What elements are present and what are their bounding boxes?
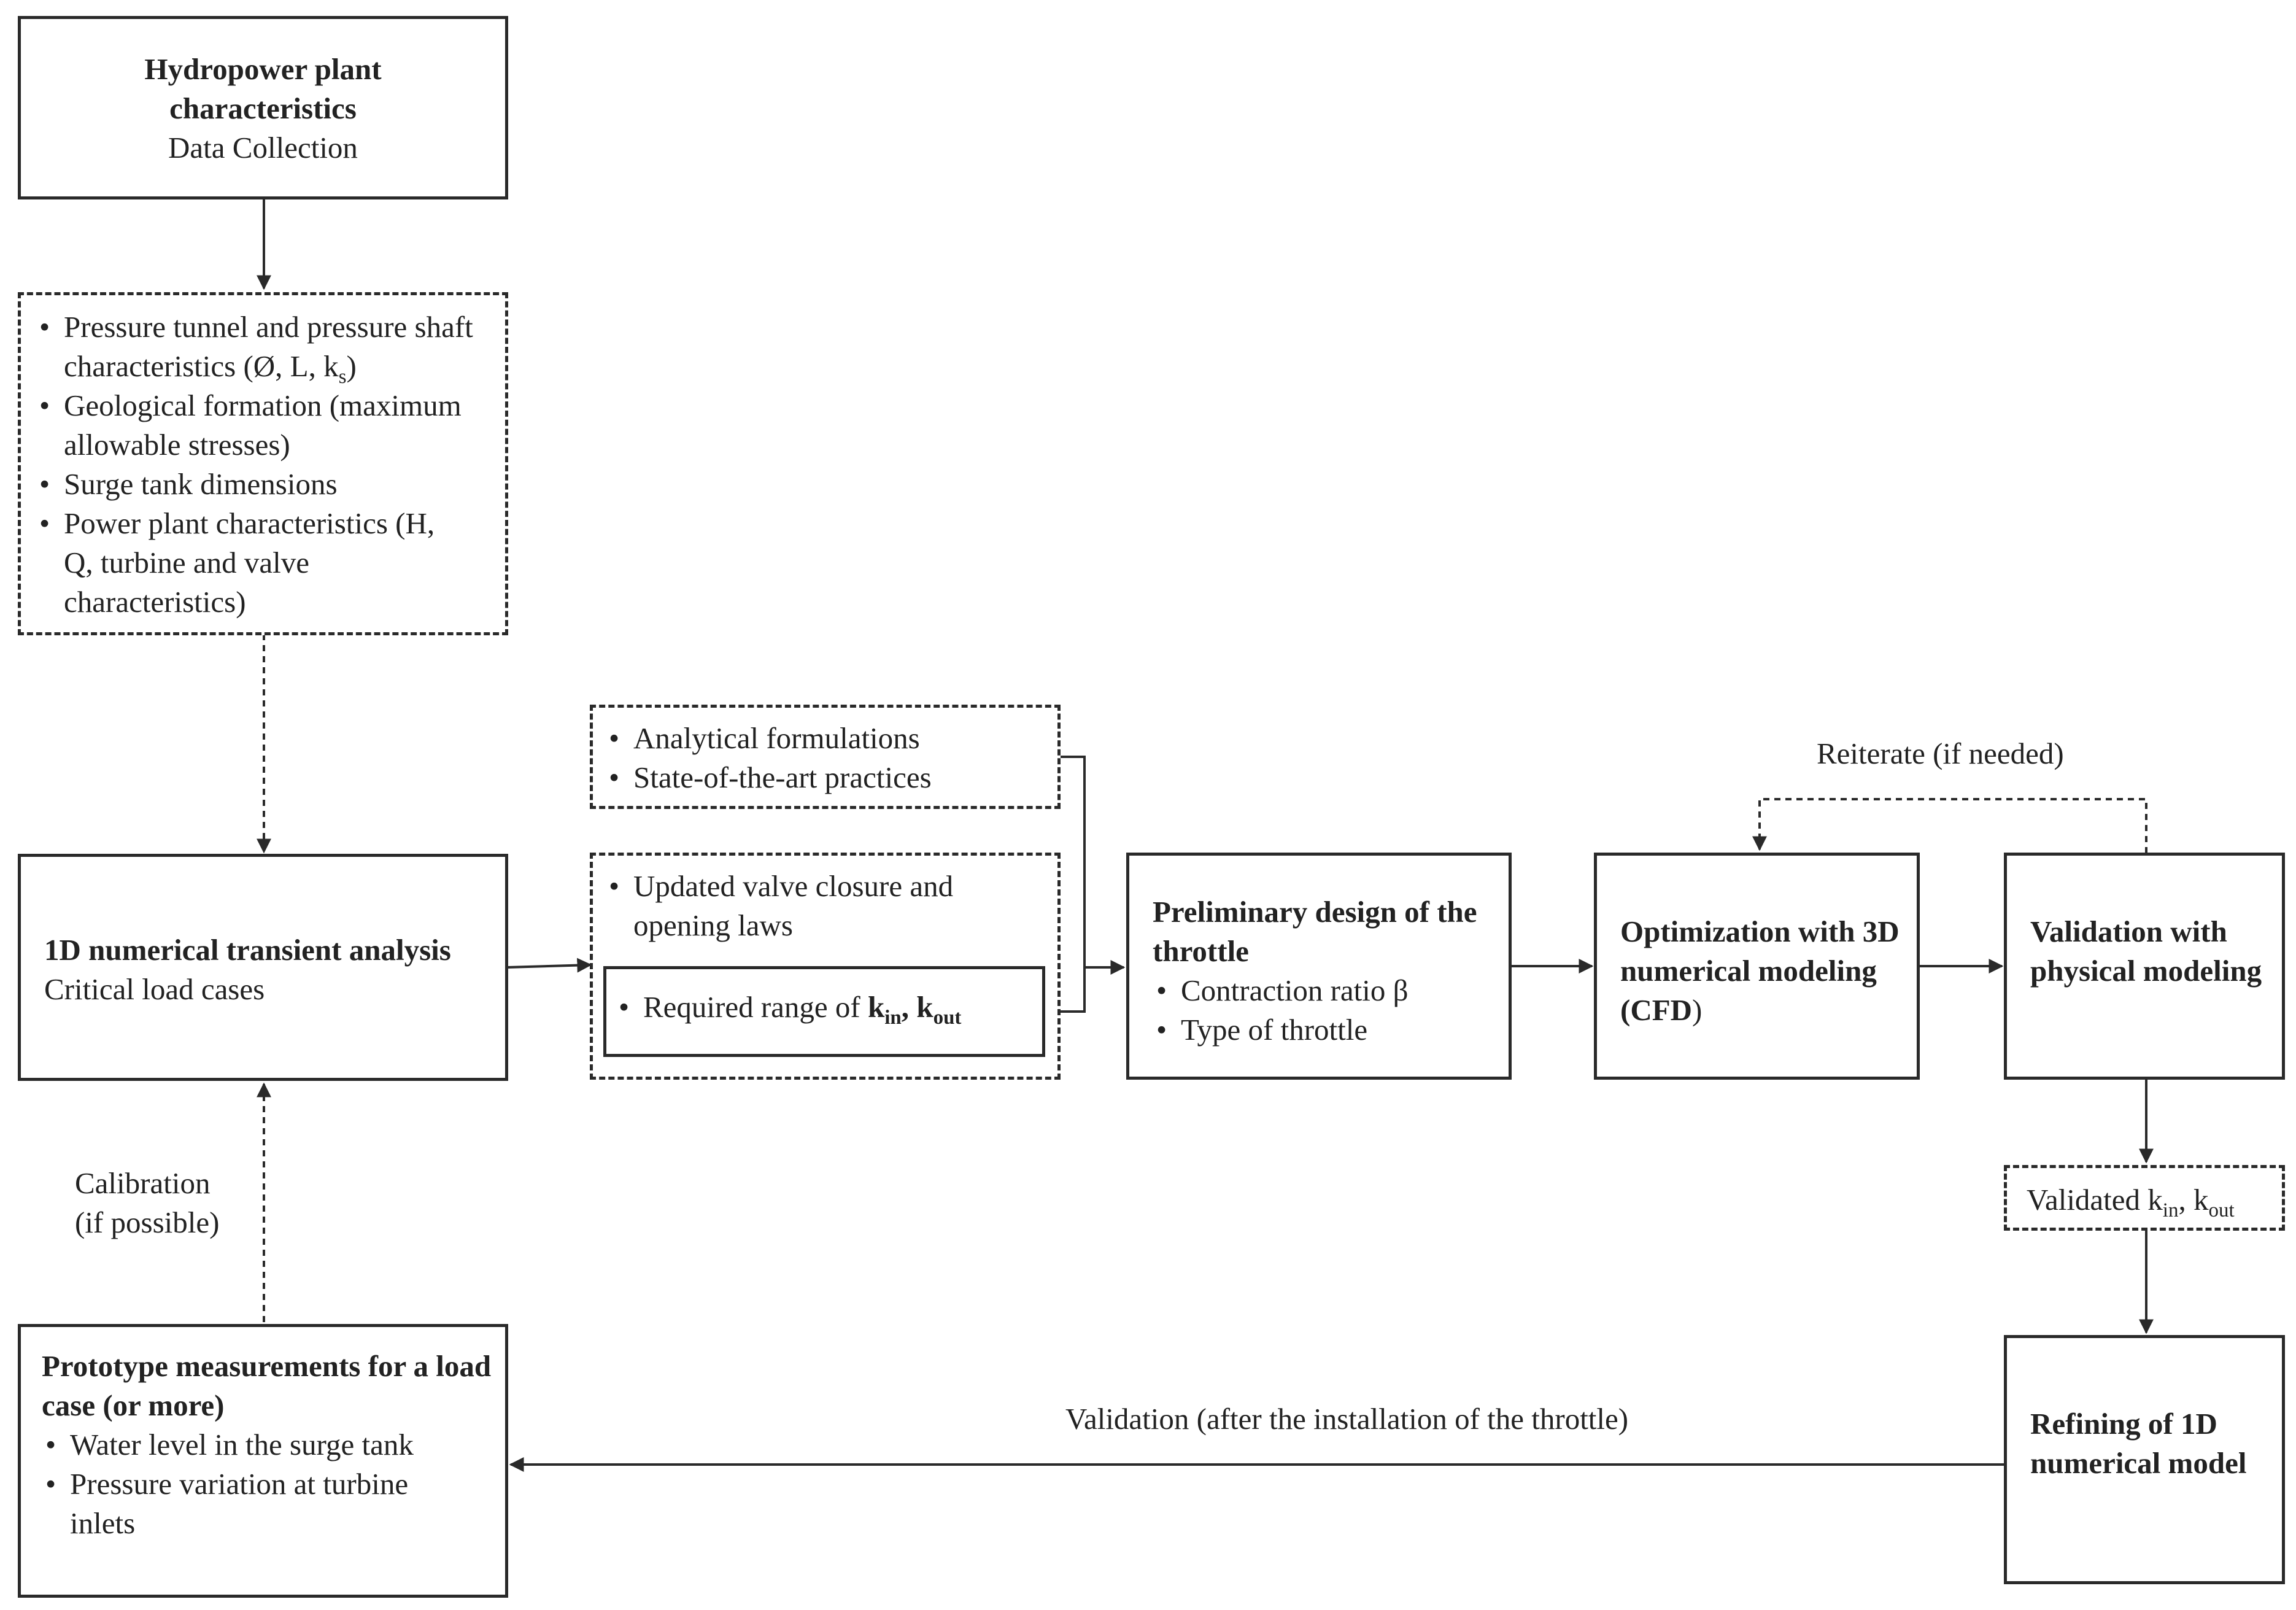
list-item: Pressure variation at turbine inlets bbox=[42, 1465, 493, 1543]
list-item: Surge tank dimensions bbox=[36, 465, 490, 504]
node-transient-analysis: 1D numerical transient analysis Critical… bbox=[18, 854, 508, 1081]
node-title: Refining of 1D numerical model bbox=[2030, 1407, 2247, 1480]
node-subtitle: Data Collection bbox=[168, 131, 358, 164]
node-title: 1D numerical transient analysis bbox=[44, 933, 451, 967]
node-title: Prototype measurements for a load case (… bbox=[42, 1349, 492, 1422]
node-prototype-measurements: Prototype measurements for a load case (… bbox=[18, 1324, 508, 1598]
prototype-list: Water level in the surge tank Pressure v… bbox=[42, 1425, 493, 1543]
node-preliminary-design: Preliminary design of the throttle Contr… bbox=[1126, 853, 1512, 1080]
list-item: Analytical formulations bbox=[605, 719, 1045, 758]
preliminary-design-list: Contraction ratio β Type of throttle bbox=[1153, 971, 1496, 1050]
list-item: Required range of kin, kout bbox=[615, 988, 1034, 1028]
label-reiterate: Reiterate (if needed) bbox=[1817, 737, 2064, 770]
list-item: Pressure tunnel and pressure shaft chara… bbox=[36, 308, 490, 387]
label-validation: Validation (after the installation of th… bbox=[1065, 1402, 1629, 1436]
node-data-inputs: Pressure tunnel and pressure shaft chara… bbox=[18, 292, 508, 635]
node-required-range: Required range of kin, kout bbox=[603, 966, 1045, 1057]
node-physical-validation: Validation with physical modeling bbox=[2004, 853, 2285, 1080]
node-title: Preliminary design of the throttle bbox=[1153, 895, 1477, 968]
list-item: Power plant characteristics (H, Q, turbi… bbox=[36, 504, 490, 622]
arrow-reiterate bbox=[1752, 798, 2147, 853]
node-refining-model: Refining of 1D numerical model bbox=[2004, 1335, 2285, 1584]
list-item: State-of-the-art practices bbox=[605, 758, 1045, 797]
arrow-analysis-to-laws bbox=[506, 958, 592, 973]
list-item: Contraction ratio β bbox=[1153, 971, 1496, 1010]
analytical-list: Analytical formulations State-of-the-art… bbox=[605, 719, 1045, 797]
node-analytical-methods: Analytical formulations State-of-the-art… bbox=[590, 705, 1061, 809]
connector-analytical-to-merge bbox=[1043, 756, 1086, 1013]
list-item: Water level in the surge tank bbox=[42, 1425, 493, 1465]
node-title: Optimization with 3D numerical modeling … bbox=[1620, 915, 1900, 1027]
valve-laws-list: Updated valve closure and opening laws bbox=[605, 867, 1045, 945]
list-item: Geological formation (maximum allowable … bbox=[36, 386, 490, 465]
label-calibration: Calibration (if possible) bbox=[75, 1166, 220, 1239]
node-validated-coefficients: Validated kin, kout bbox=[2004, 1165, 2285, 1231]
node-plant-characteristics: Hydropower plant characteristics Data Co… bbox=[18, 16, 508, 199]
node-title: Validation with physical modeling bbox=[2030, 915, 2262, 988]
node-subtitle: Critical load cases bbox=[44, 972, 265, 1006]
required-range-list: Required range of kin, kout bbox=[615, 988, 1034, 1028]
list-item: Updated valve closure and opening laws bbox=[605, 867, 1045, 945]
list-item: Type of throttle bbox=[1153, 1010, 1496, 1050]
node-cfd-optimization: Optimization with 3D numerical modeling … bbox=[1594, 853, 1920, 1080]
node-title: Hydropower plant characteristics bbox=[144, 52, 382, 125]
data-input-list: Pressure tunnel and pressure shaft chara… bbox=[36, 308, 490, 622]
